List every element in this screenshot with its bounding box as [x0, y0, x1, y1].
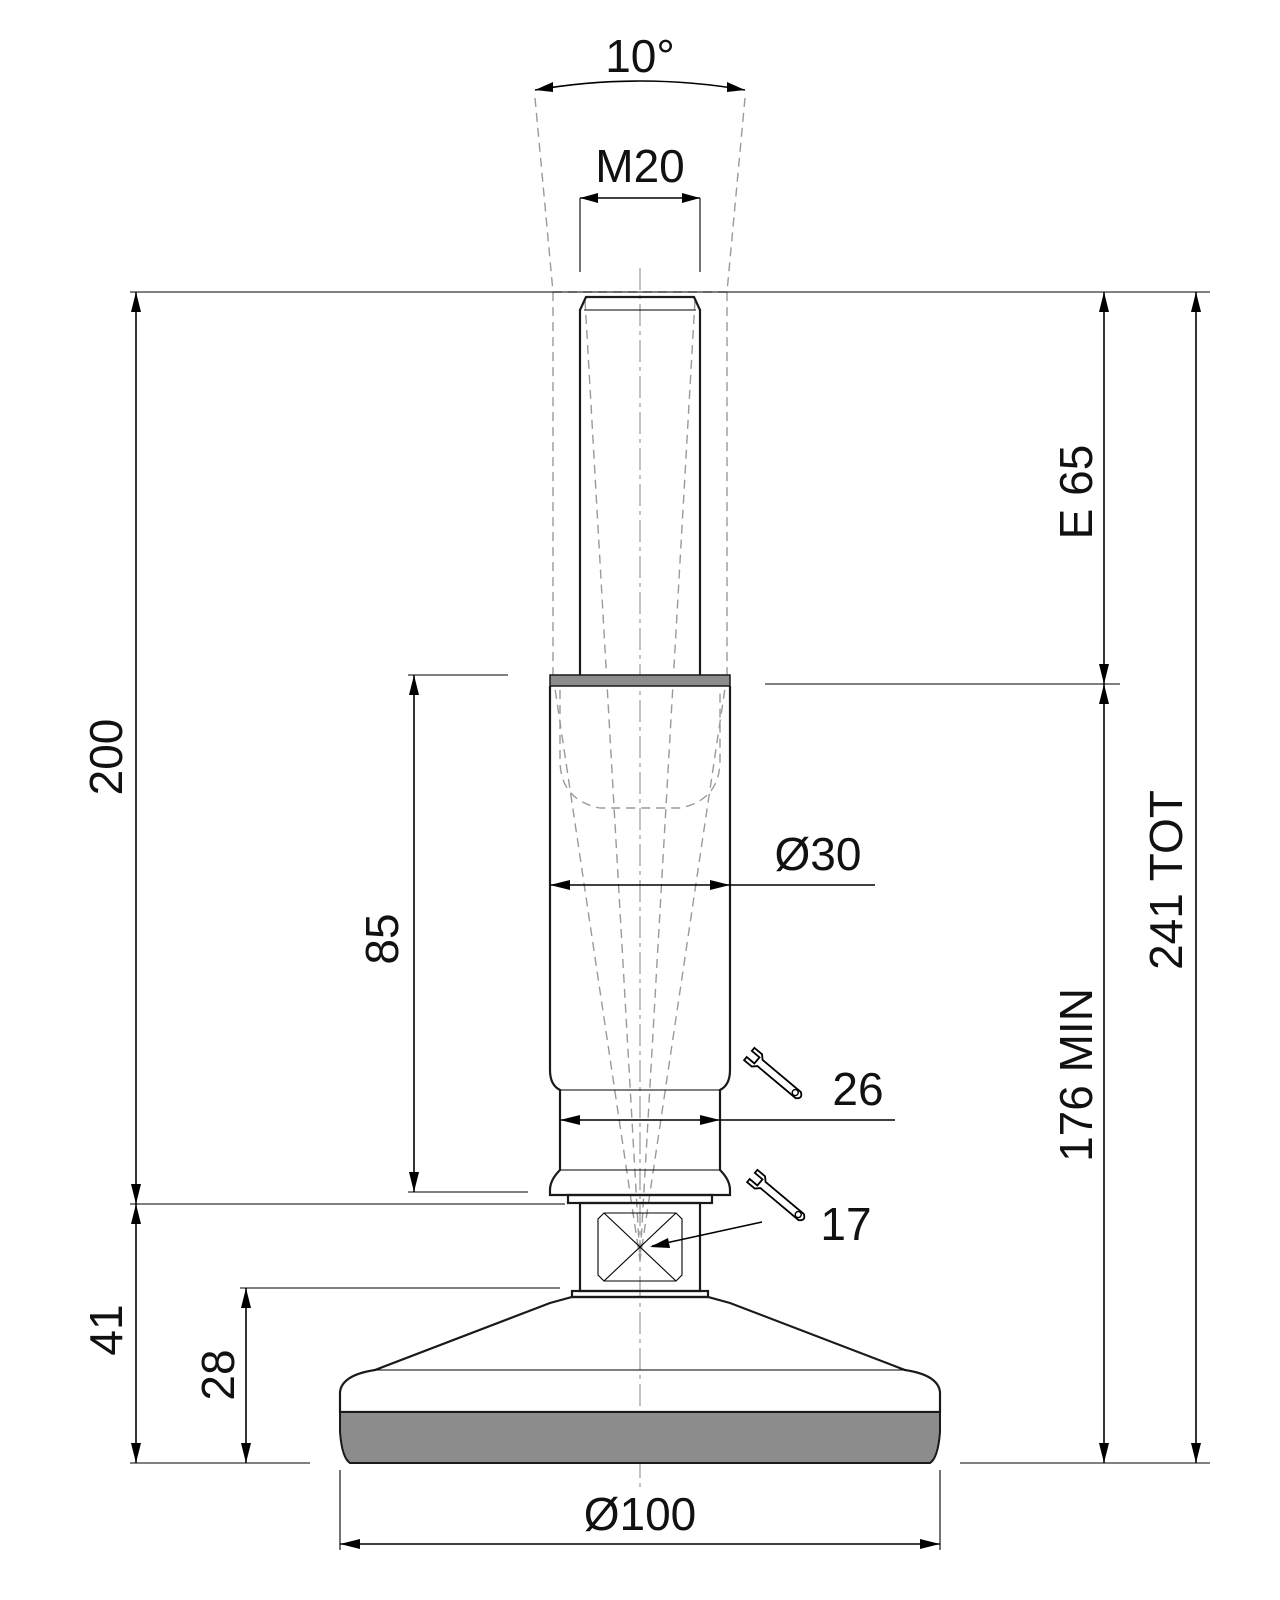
stroke-label: E 65	[1050, 445, 1102, 540]
base-height-label: 41	[80, 1304, 132, 1355]
threaded-stud	[549, 295, 731, 687]
base-diameter-label: Ø100	[584, 1488, 697, 1540]
wrench-icon	[745, 1168, 806, 1222]
lock-washer	[549, 674, 731, 687]
wrench-icon	[742, 1046, 803, 1100]
extension-lines	[130, 198, 1210, 1550]
body-diameter-label: Ø30	[775, 828, 862, 880]
dimension-lines	[131, 80, 1201, 1549]
wrench-upper-label: 26	[832, 1063, 883, 1115]
body-length-label: 85	[356, 913, 408, 964]
wrench-lower-label: 17	[820, 1198, 871, 1250]
pad-height-label: 28	[192, 1349, 244, 1400]
thread-label: M20	[595, 140, 684, 192]
swivel-hidden-lines	[534, 97, 746, 1261]
angle-label: 10°	[605, 30, 675, 82]
rubber-pad	[339, 1411, 941, 1464]
base	[338, 1295, 942, 1464]
total-label: 241 TOT	[1140, 790, 1192, 970]
min-height-label: 176 MIN	[1050, 988, 1102, 1162]
total-height-label: 200	[80, 719, 132, 796]
